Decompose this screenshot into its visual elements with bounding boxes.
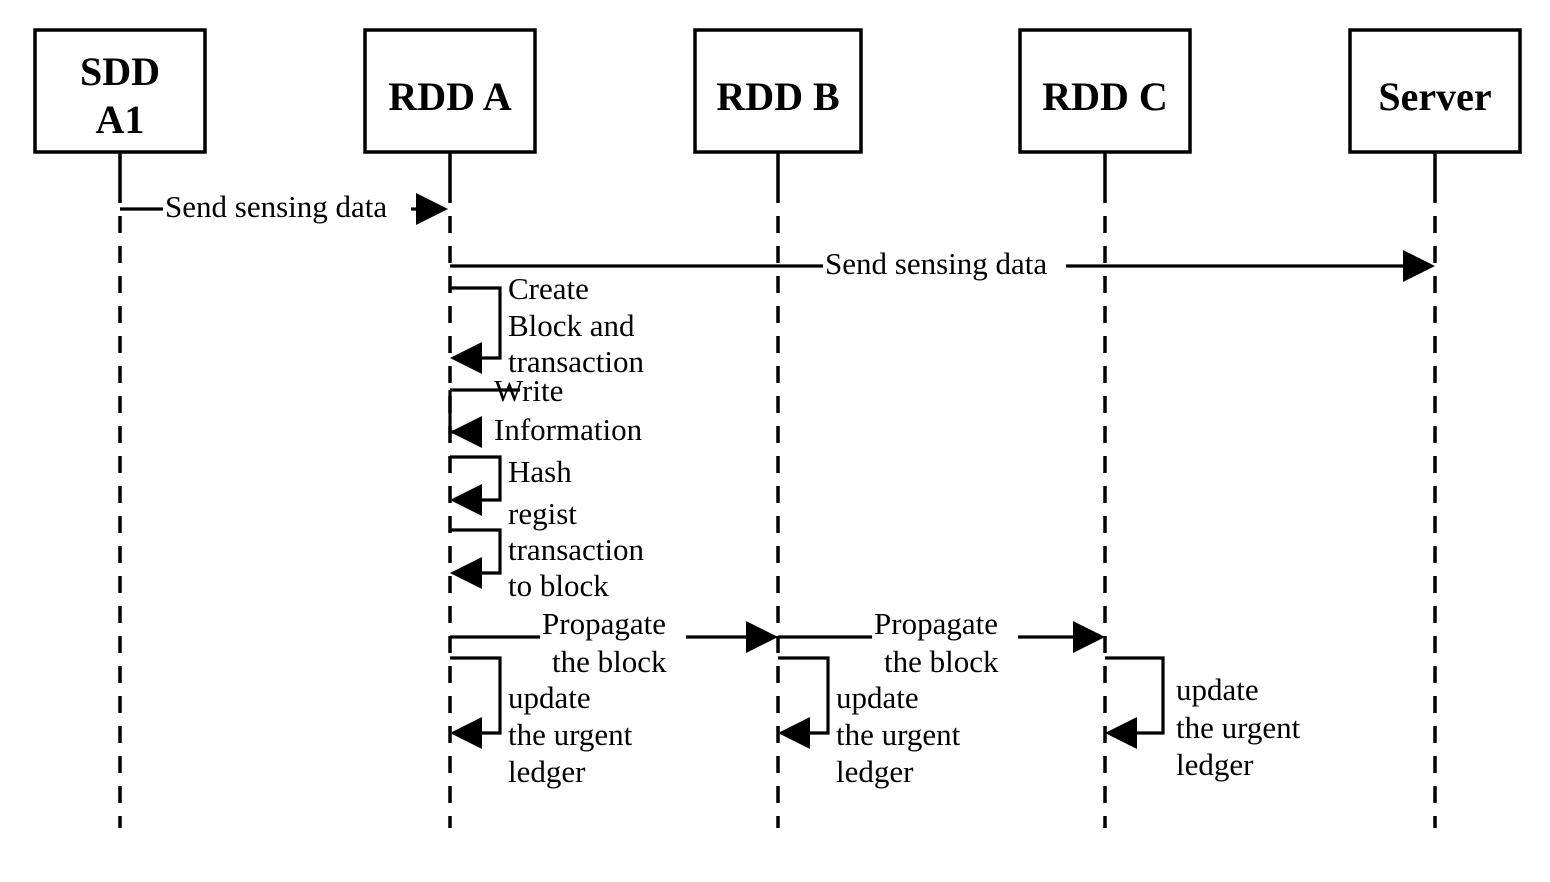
lifeline-box-rdd-c[interactable] <box>1018 28 1192 154</box>
lifeline-box-server[interactable] <box>1348 28 1522 154</box>
self-message-label-m9-line3: ledger <box>508 754 586 789</box>
label-backdrop-m8 <box>872 612 1018 640</box>
message-send-sensing-data-rdda-to-server[interactable]: Send sensing data <box>450 243 1435 282</box>
label-backdrop-m2 <box>823 243 1066 279</box>
label-backdrop-m7 <box>540 612 686 640</box>
self-message-update-urgent-ledger-rdda[interactable]: update the urgent ledger <box>450 656 633 789</box>
self-message-create-block-and-transaction[interactable]: Create Block and transaction <box>450 271 645 379</box>
lifeline-sdd-a1[interactable]: SDD A1 <box>33 28 207 828</box>
self-message-label-m6-line1: regist <box>508 496 577 531</box>
self-message-label-m6-line2: transaction <box>508 532 645 567</box>
self-message-label-m4-line2: Information <box>494 412 643 447</box>
self-message-label-m6-line3: to block <box>508 568 609 603</box>
message-propagate-the-block-rddb-to-rddc[interactable]: Propagate the block <box>778 606 1105 679</box>
self-loop-path-m6 <box>450 528 502 575</box>
lifeline-rdd-c[interactable]: RDD C <box>1018 28 1192 828</box>
message-label-m2: Send sensing data <box>825 246 1047 281</box>
self-message-regist-transaction-to-block[interactable]: regist transaction to block <box>450 496 645 603</box>
message-propagate-the-block-rdda-to-rddb[interactable]: Propagate the block <box>450 606 778 679</box>
lifeline-server[interactable]: Server <box>1348 28 1522 828</box>
arrow-head-m1 <box>416 193 448 225</box>
arrow-head-m3 <box>450 342 482 374</box>
lifeline-box-sdd-a1[interactable] <box>33 28 207 154</box>
arrow-head-m8 <box>1073 621 1105 653</box>
lifeline-label-server: Server <box>1378 74 1491 119</box>
message-label-m8-line2: the block <box>884 644 999 679</box>
lifeline-label-sdd-a1-line2: A1 <box>96 97 145 142</box>
arrow-head-m10 <box>778 717 810 749</box>
self-message-label-m4-line1: Write <box>494 373 563 408</box>
self-message-label-m11-line2: the urgent <box>1176 710 1301 745</box>
self-message-label-m10-line3: ledger <box>836 754 914 789</box>
message-label-m7-line1: Propagate <box>542 606 666 641</box>
self-message-label-m5-line1: Hash <box>508 454 572 489</box>
self-message-label-m3-line3: transaction <box>508 344 645 379</box>
self-loop-path-m9 <box>450 656 502 735</box>
arrow-head-m11 <box>1105 717 1137 749</box>
self-message-write-information[interactable]: Write Information <box>448 373 643 448</box>
arrow-head-m5 <box>450 484 482 516</box>
self-message-hash[interactable]: Hash <box>450 454 572 516</box>
self-message-label-m10-line2: the urgent <box>836 717 961 752</box>
lifeline-label-rdd-a: RDD A <box>388 74 511 119</box>
arrow-head-m6 <box>450 557 482 589</box>
self-message-update-urgent-ledger-rddb[interactable]: update the urgent ledger <box>778 656 961 789</box>
arrow-head-m9 <box>450 717 482 749</box>
arrow-head-m2 <box>1403 250 1435 282</box>
self-message-label-m11-line3: ledger <box>1176 747 1254 782</box>
self-message-update-urgent-ledger-rddc[interactable]: update the urgent ledger <box>1105 656 1301 782</box>
lifeline-label-sdd-a1-line1: SDD <box>80 49 160 94</box>
self-loop-path-m10 <box>778 656 830 735</box>
lifeline-box-rdd-b[interactable] <box>693 28 863 154</box>
message-label-m1: Send sensing data <box>165 189 387 224</box>
arrow-head-m7 <box>746 621 778 653</box>
lifeline-label-rdd-b: RDD B <box>716 74 839 119</box>
self-message-label-m11-line1: update <box>1176 672 1259 707</box>
self-loop-path-m3 <box>450 286 502 360</box>
lifeline-rdd-b[interactable]: RDD B <box>693 28 863 828</box>
message-label-m8-line1: Propagate <box>874 606 998 641</box>
label-backdrop-m1 <box>163 186 411 222</box>
self-message-label-m3-line1: Create <box>508 271 589 306</box>
message-send-sensing-data-sdd-to-rdda[interactable]: Send sensing data <box>120 186 448 225</box>
self-loop-path-m5 <box>450 455 502 502</box>
self-loop-path-m11 <box>1105 656 1165 735</box>
message-label-m7-line2: the block <box>552 644 667 679</box>
self-message-label-m9-line1: update <box>508 680 591 715</box>
lifeline-label-rdd-c: RDD C <box>1042 74 1168 119</box>
self-message-label-m3-line2: Block and <box>508 308 635 343</box>
self-message-label-m10-line1: update <box>836 680 919 715</box>
arrow-head-m4 <box>450 416 482 448</box>
self-message-label-m9-line2: the urgent <box>508 717 633 752</box>
lifeline-rdd-a[interactable]: RDD A <box>363 28 537 828</box>
